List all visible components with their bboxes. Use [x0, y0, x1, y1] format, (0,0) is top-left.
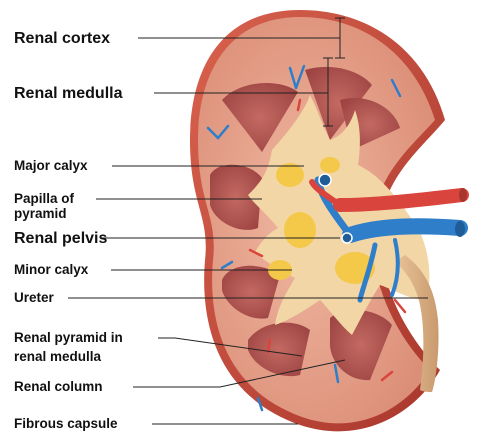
- renal-artery-opening: [459, 188, 467, 202]
- label-renal-pelvis: Renal pelvis: [14, 230, 107, 247]
- renal-vein-opening: [455, 221, 465, 237]
- interlobar-vessels: [206, 64, 407, 412]
- label-minor-calyx: Minor calyx: [14, 262, 89, 277]
- pyramid-top: [305, 66, 372, 140]
- label-renal-column: Renal column: [14, 379, 103, 394]
- renal-artery: [309, 179, 469, 212]
- label-papilla-line1: Papilla of: [14, 191, 75, 206]
- label-renal-pyramid-line1: Renal pyramid in: [14, 330, 123, 345]
- label-renal-medulla: Renal medulla: [14, 85, 123, 102]
- pyramid-lower-left: [222, 265, 280, 319]
- leader-lines: [68, 17, 428, 425]
- label-papilla-line2: pyramid: [14, 206, 67, 221]
- pelvis-vessel-cut: [341, 232, 353, 244]
- leader-renal-pyramid: [158, 337, 303, 357]
- pyramids: [210, 66, 400, 381]
- pyramid-bottom-left: [248, 322, 310, 377]
- fat-deposits: [268, 157, 375, 284]
- label-fibrous-capsule: Fibrous capsule: [14, 416, 118, 431]
- leader-renal-column: [133, 359, 346, 388]
- pyramid-left: [210, 164, 262, 230]
- labels: Renal cortex Renal medulla Major calyx P…: [14, 30, 123, 431]
- ureter-tube: [395, 255, 439, 392]
- label-renal-pyramid-line2: renal medulla: [14, 349, 102, 364]
- medulla-bracket: [323, 57, 333, 127]
- cortex-bracket: [335, 17, 345, 59]
- calyx-vessel-cut: [318, 173, 332, 187]
- renal-vein: [314, 176, 468, 303]
- label-ureter: Ureter: [14, 290, 55, 305]
- pyramid-top-left: [222, 82, 298, 152]
- label-major-calyx: Major calyx: [14, 158, 88, 173]
- label-renal-cortex: Renal cortex: [14, 30, 110, 47]
